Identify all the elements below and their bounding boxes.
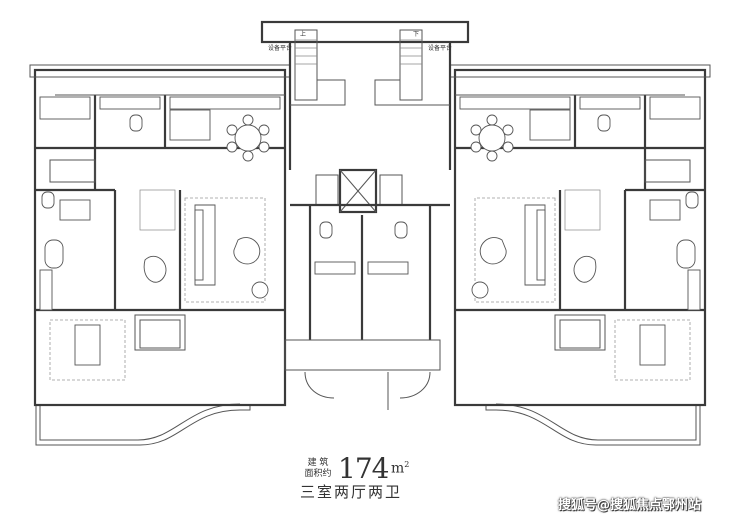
area-label-line2: 面积约 <box>304 469 332 479</box>
area-label-line1: 建 筑 <box>307 458 329 468</box>
area-unit: m2 <box>391 460 409 477</box>
stair-down-label: 下 <box>413 31 419 38</box>
area-unit-text: m <box>391 460 405 477</box>
equipment-platform-left-label: 设备平台 <box>268 44 292 52</box>
left-unit <box>29 64 291 407</box>
layout-description: 三室两厅两卫 <box>300 483 403 501</box>
right-unit <box>449 64 711 407</box>
area-label: 建 筑 面积约 <box>300 458 336 480</box>
area-value: 174 <box>338 452 389 485</box>
stair-up-label: 上 <box>300 30 306 38</box>
watermark: 搜狐号@搜狐焦点鄂州站 <box>558 498 702 513</box>
area-unit-sup: 2 <box>404 460 410 469</box>
central-core <box>260 20 470 410</box>
outer-balcony <box>35 405 701 446</box>
equipment-platform-right-label: 设备平台 <box>428 44 452 52</box>
